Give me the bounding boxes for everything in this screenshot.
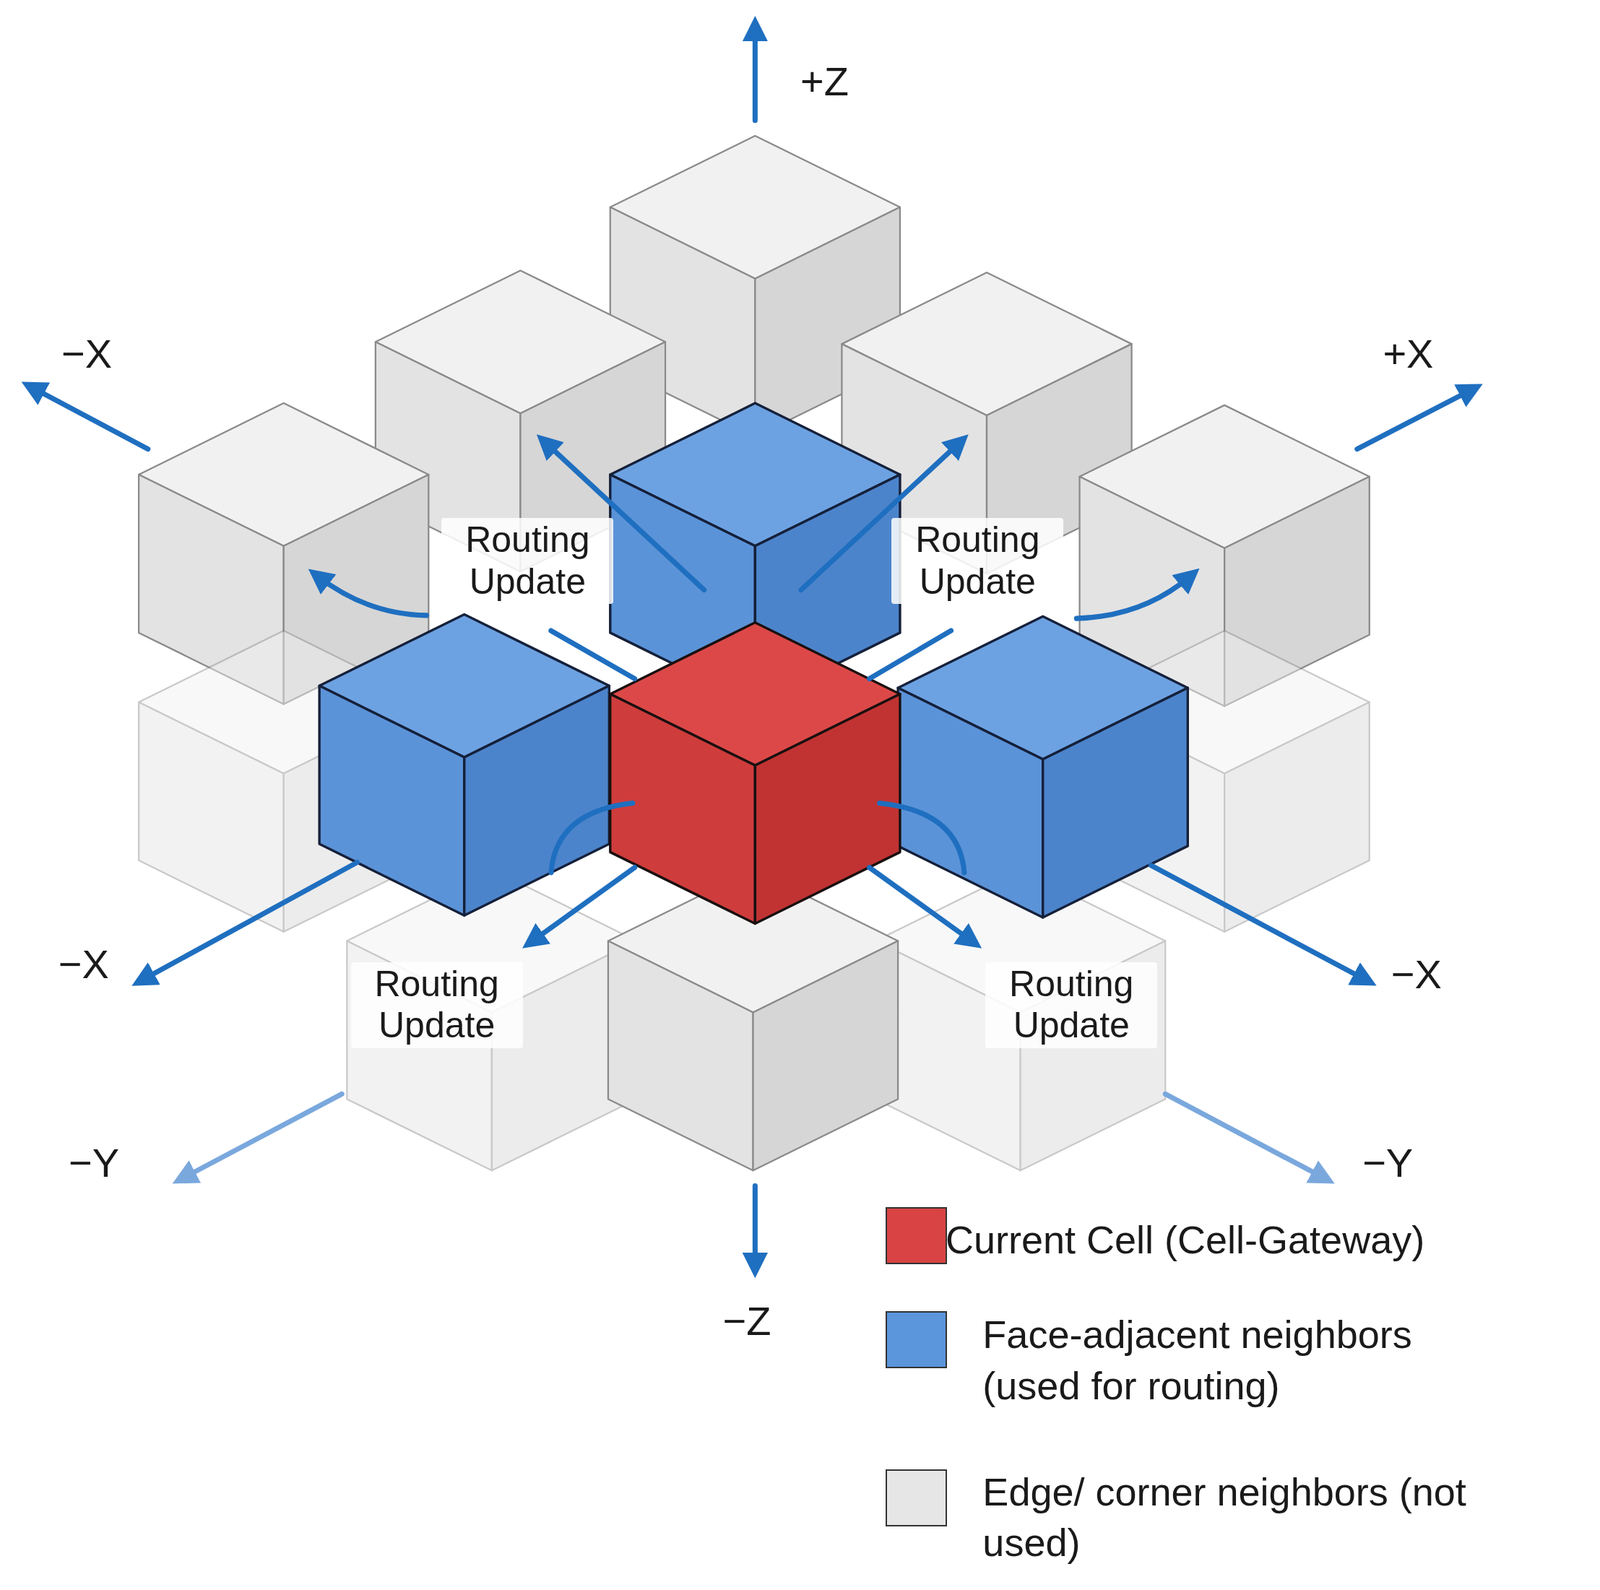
- direction-arrow: [879, 803, 965, 873]
- cube-face: [319, 685, 465, 916]
- legend-swatch: [885, 1469, 947, 1527]
- axis-label: −Z: [723, 1298, 772, 1345]
- axis-label: +Z: [800, 58, 849, 105]
- neighbor-cube: [897, 616, 1188, 918]
- direction-arrow: [752, 1186, 758, 1266]
- current-cell-cube: [610, 622, 901, 924]
- direction-arrow: [1076, 576, 1190, 619]
- direction-arrow: [32, 387, 149, 450]
- direction-arrow: [551, 630, 635, 679]
- direction-arrow: [183, 1093, 342, 1178]
- cube-face: [897, 687, 1044, 918]
- axis-label: −Y: [1362, 1139, 1413, 1187]
- direction-arrow: [1357, 390, 1472, 450]
- cube-face: [608, 941, 754, 1171]
- routing-label: Routing Update: [441, 517, 614, 604]
- unused-cube: [346, 869, 637, 1171]
- axis-label: −Y: [68, 1139, 120, 1187]
- legend-swatch: [885, 1311, 947, 1369]
- axis-label: +X: [1382, 330, 1434, 378]
- cube-face: [610, 694, 756, 924]
- axis-label: −X: [58, 941, 110, 988]
- routing-label: Routing Update: [351, 962, 523, 1049]
- axis-label: −X: [61, 330, 112, 378]
- legend-text: Face-adjacent neighbors (used for routin…: [982, 1308, 1489, 1411]
- direction-arrow: [551, 803, 633, 873]
- cube-face: [138, 702, 284, 932]
- routing-label: Routing Update: [891, 517, 1064, 604]
- unused-cube: [875, 869, 1166, 1171]
- direction-arrow: [318, 576, 427, 616]
- legend-text: Edge/ corner neighbors (not used): [982, 1466, 1489, 1568]
- direction-arrow: [532, 867, 635, 942]
- direction-arrow: [752, 28, 758, 121]
- direction-arrow: [869, 867, 972, 942]
- legend-swatch: [885, 1207, 947, 1265]
- cube-face: [1043, 687, 1189, 918]
- direction-arrow: [869, 630, 952, 679]
- cube-face: [464, 685, 610, 916]
- cube-face: [1224, 702, 1370, 932]
- legend-text: Current Cell (Cell-Gateway): [945, 1214, 1596, 1265]
- direction-arrow: [1165, 1093, 1324, 1178]
- cube-face: [754, 694, 901, 924]
- axis-label: −X: [1391, 951, 1442, 998]
- routing-label: Routing Update: [985, 962, 1158, 1049]
- direction-arrow: [1150, 865, 1366, 980]
- direction-arrow: [143, 862, 358, 980]
- cube-face: [753, 941, 899, 1171]
- neighbor-cube: [319, 613, 609, 916]
